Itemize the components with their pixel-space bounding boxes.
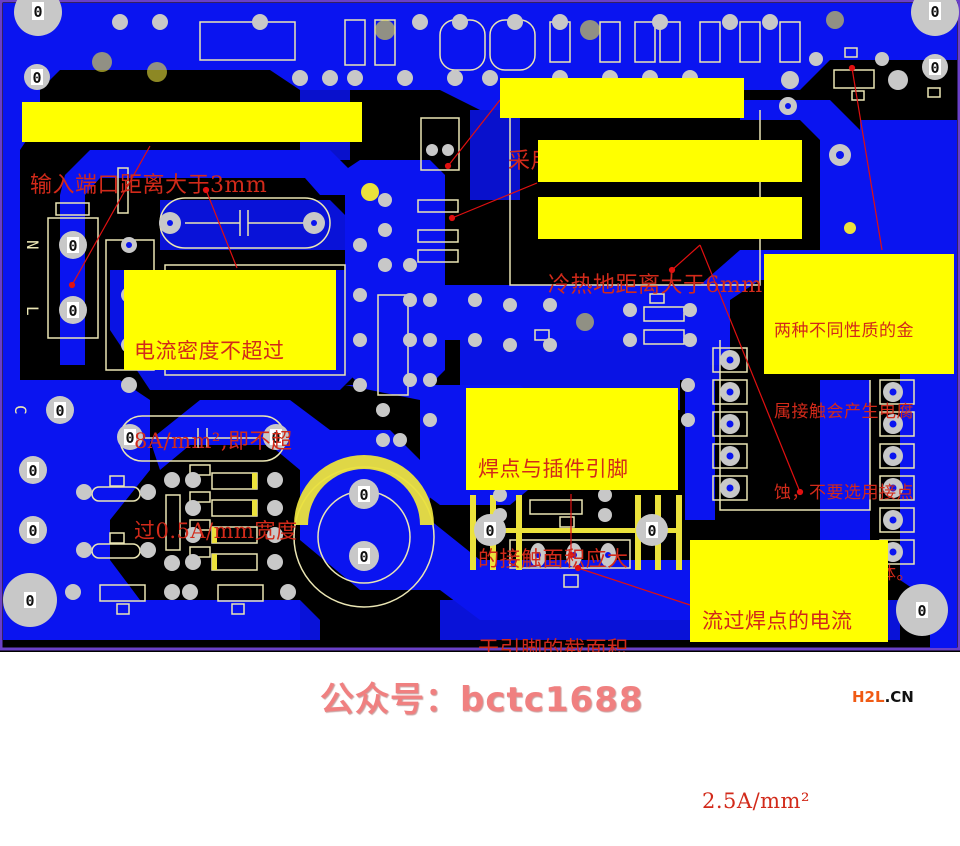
- svg-text:0: 0: [25, 592, 34, 610]
- svg-text:0: 0: [359, 548, 368, 566]
- svg-text:0: 0: [930, 3, 939, 21]
- callout-input-port-clearance: 输入端口距离大于3mm: [22, 102, 362, 198]
- svg-text:N: N: [23, 240, 42, 250]
- svg-text:0: 0: [930, 59, 939, 77]
- svg-text:0: 0: [28, 522, 37, 540]
- silkscreen-text: N L C: [11, 240, 42, 415]
- watermark-text: 公众号：bctc1688: [320, 680, 644, 720]
- svg-text:0: 0: [647, 522, 656, 540]
- silkscreen-layer: [47, 19, 941, 615]
- svg-text:0: 0: [68, 302, 77, 320]
- logo-brand: H2L: [852, 688, 885, 706]
- silkscreen-highlights: [92, 11, 856, 570]
- callout-creepage-distance: 爬电距离大于0.2mm: [538, 140, 802, 241]
- svg-text:0: 0: [68, 237, 77, 255]
- svg-text:0: 0: [32, 69, 41, 87]
- site-logo[interactable]: H2L.CN: [852, 688, 914, 706]
- svg-text:0: 0: [33, 3, 42, 21]
- svg-text:L: L: [23, 306, 42, 316]
- callout-hot-cold-ground-distance: 冷热地距离大于6mm: [538, 197, 802, 298]
- pad-labels: 0 0 0 0 0 0 0 0 0 0 0 0 0 0 0 0 0: [24, 2, 941, 620]
- callout-solder-joint-area: 焊点与插件引脚 的接触面积应大 于引脚的截面积: [466, 388, 678, 661]
- leader-lines: [68, 64, 883, 606]
- svg-text:0: 0: [125, 429, 134, 447]
- svg-text:0: 0: [485, 522, 494, 540]
- svg-text:0: 0: [271, 429, 280, 447]
- callout-solder-joint-current: 流过焊点的电流 密 度 不 要 大 于 2.5A/mm²: [690, 540, 888, 813]
- svg-text:0: 0: [55, 402, 64, 420]
- callout-current-density: 电流密度不超过 8A/mm²,即不超 过0.5A/mm宽度: [124, 270, 336, 543]
- svg-text:0: 0: [917, 602, 926, 620]
- svg-text:0: 0: [359, 486, 368, 504]
- svg-text:C: C: [11, 405, 30, 415]
- callout-optocoupler-isolation: 采用光耦进行隔离: [500, 78, 744, 174]
- footer: [0, 652, 960, 720]
- logo-tld: .CN: [884, 688, 914, 706]
- svg-text:0: 0: [28, 462, 37, 480]
- callout-dissimilar-metals: 两种不同性质的金 属接触会产生电腐 蚀，不要选用接点 电位差大的导体。: [764, 254, 954, 584]
